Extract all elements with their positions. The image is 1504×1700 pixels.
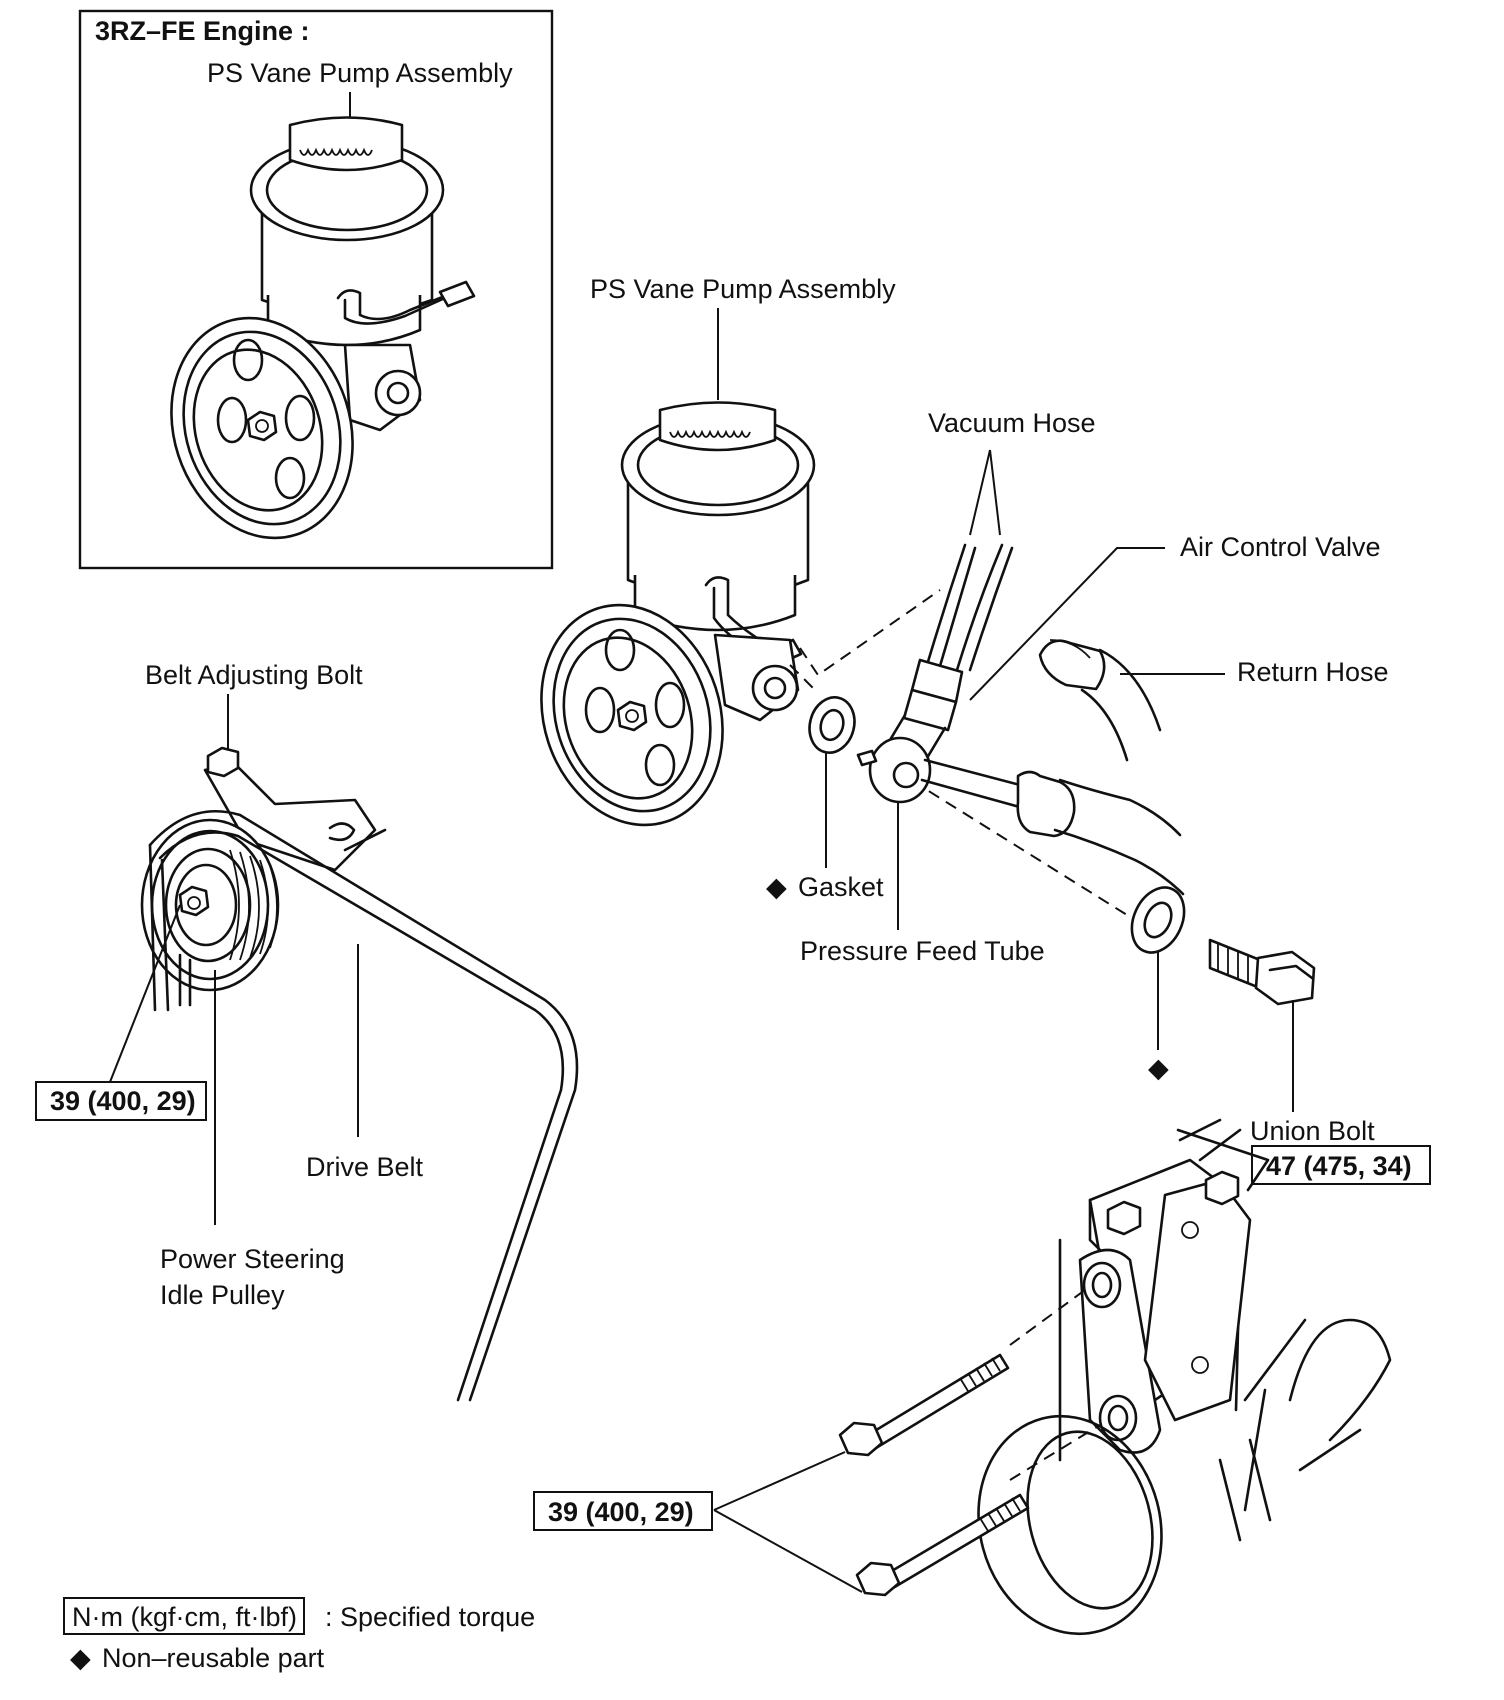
legend: N·m (kgf·cm, ft·lbf) : Specified torque …: [63, 1597, 535, 1673]
legend-torque-desc: : Specified torque: [325, 1602, 535, 1632]
union-bolt-label: Union Bolt: [1250, 1116, 1375, 1146]
inset-pump-label: PS Vane Pump Assembly: [207, 58, 513, 88]
hose-group: [789, 543, 1316, 1006]
air-control-valve-label: Air Control Valve: [1180, 532, 1381, 562]
main-pump-assembly: PS Vane Pump Assembly: [540, 274, 896, 827]
legend-non-reusable-symbol: ◆: [70, 1643, 91, 1673]
legend-torque-box: [63, 1597, 305, 1635]
drive-belt-label: Drive Belt: [306, 1152, 424, 1182]
gasket-symbol: ◆: [766, 872, 787, 902]
bracket-torque-box: [533, 1491, 713, 1531]
mount-bracket-group: [838, 1118, 1392, 1636]
idle-pulley-torque-box: [35, 1081, 207, 1121]
bracket-torque-leader: [713, 1451, 863, 1593]
belt-adjusting-bolt-label: Belt Adjusting Bolt: [145, 660, 363, 690]
idle-pulley-label-2: Idle Pulley: [160, 1280, 285, 1310]
union-bolt-torque-box: [1251, 1145, 1431, 1185]
legend-torque-unit: N·m (kgf·cm, ft·lbf): [72, 1602, 297, 1632]
air-control-valve-leader: [969, 547, 1165, 701]
union-bolt-torque: 47 (475, 34): [1266, 1151, 1412, 1181]
belt-group: Belt Adjusting Bolt: [140, 660, 579, 1402]
idle-pulley-torque: 39 (400, 29): [50, 1086, 196, 1116]
inset-pump-drawing: [170, 116, 476, 540]
bracket-torque: 39 (400, 29): [548, 1497, 694, 1527]
inset-title: 3RZ–FE Engine :: [95, 16, 310, 46]
idle-pulley-label-1: Power Steering: [160, 1244, 345, 1274]
vacuum-hose-label: Vacuum Hose: [928, 408, 1096, 438]
idle-pulley-torque-leader: [109, 904, 181, 1083]
inset-3rz-fe: 3RZ–FE Engine : PS Vane Pump Assembly: [78, 9, 554, 570]
pump-label: PS Vane Pump Assembly: [590, 274, 896, 304]
gasket-label: Gasket: [798, 872, 884, 902]
pressure-feed-tube-label: Pressure Feed Tube: [800, 936, 1045, 966]
return-hose-label: Return Hose: [1237, 657, 1389, 687]
legend-non-reusable-desc: Non–reusable part: [102, 1643, 325, 1673]
vacuum-hose-leader: [969, 449, 1001, 536]
gasket2-symbol: ◆: [1148, 1053, 1169, 1083]
